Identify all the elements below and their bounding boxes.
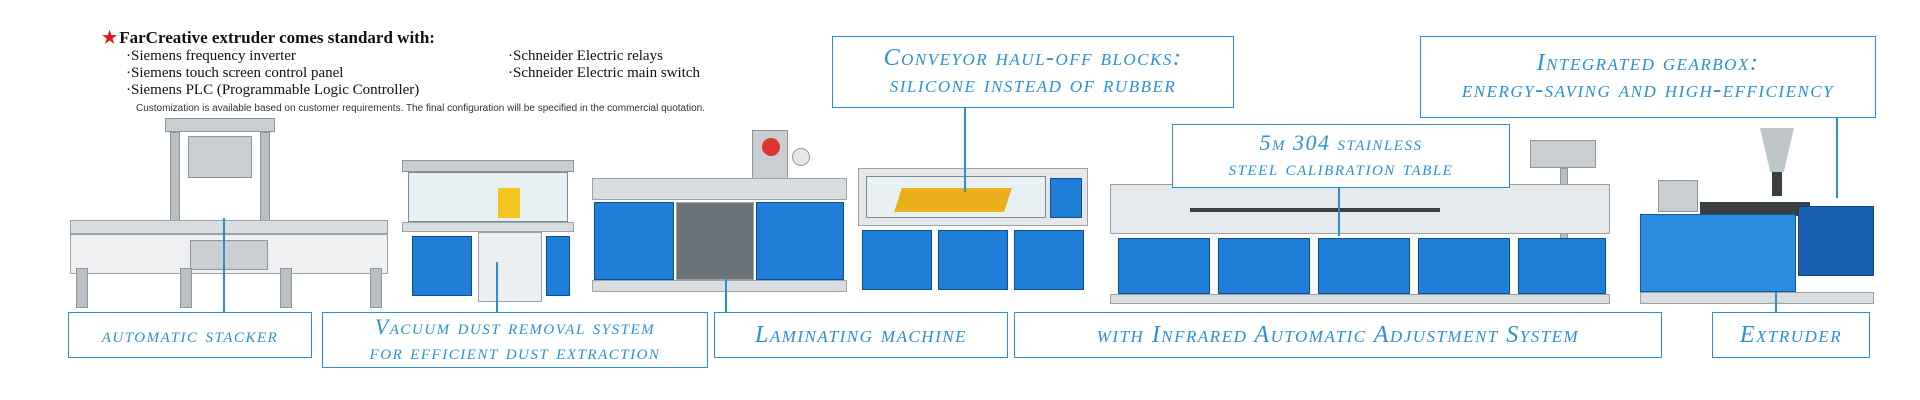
callout-vacuum: Vacuum dust removal system for efficient…: [322, 312, 708, 368]
haul-off-blue-panel: [1014, 230, 1084, 290]
vacuum-blue-panel: [546, 236, 570, 296]
extruder-machine: [1640, 128, 1876, 306]
callout-line: Laminating machine: [755, 321, 967, 348]
laminator-roll: [762, 138, 780, 156]
haul-off-motor: [1050, 178, 1082, 218]
stacker-machine: [70, 118, 390, 308]
vacuum-leader: [496, 262, 498, 312]
spec-title: ★FarCreative extruder comes standard wit…: [102, 28, 435, 48]
stacker-leg: [76, 268, 88, 308]
laminator-blue-cabinet: [594, 202, 674, 280]
extruder-barrel: [1700, 202, 1810, 216]
spec-item: ·Siemens touch screen control panel: [126, 65, 344, 81]
spec-item: ·Siemens PLC (Programmable Logic Control…: [126, 82, 420, 98]
stacker-leg: [370, 268, 382, 308]
stacker-leg: [280, 268, 292, 308]
extruder-hopper: [1760, 128, 1794, 172]
calibration-blue-panel: [1418, 238, 1510, 294]
haul-off-blue-panel: [938, 230, 1008, 290]
stacker-leader: [223, 218, 225, 312]
callout-line: silicone instead of rubber: [889, 72, 1177, 98]
spec-list-left: ·Siemens frequency inverter ·Siemens tou…: [126, 48, 419, 99]
calibration-leader: [1338, 188, 1340, 236]
extruder-cabinet: [1640, 214, 1796, 292]
calibration-hose: [1190, 208, 1440, 212]
callout-laminating: Laminating machine: [714, 312, 1008, 358]
callout-line: with Infrared Automatic Adjustment Syste…: [1096, 321, 1580, 348]
vacuum-rail: [402, 222, 574, 232]
star-icon: ★: [102, 28, 118, 47]
callout-line: steel calibration table: [1228, 155, 1454, 180]
calibration-blue-panel: [1218, 238, 1310, 294]
vacuum-yellow-part: [498, 188, 520, 218]
callout-line: Integrated gearbox:: [1536, 50, 1760, 77]
callout-conveyor: Conveyor haul-off blocks: silicone inste…: [832, 36, 1234, 108]
extruder-feed-throat: [1772, 172, 1782, 196]
extruder-control-screen: [1658, 180, 1698, 212]
extruder-base: [1640, 292, 1874, 304]
callout-extruder: Extruder: [1712, 312, 1870, 358]
vacuum-window: [408, 172, 568, 222]
calibration-blue-panel: [1318, 238, 1410, 294]
calibration-blue-panel: [1518, 238, 1606, 294]
spec-item: ·Schneider Electric main switch: [508, 65, 701, 81]
laminator-roll: [792, 148, 810, 166]
callout-line: for efficient dust extraction: [369, 339, 661, 364]
spec-title-text: FarCreative extruder comes standard with…: [119, 28, 435, 47]
callout-line: Conveyor haul-off blocks:: [883, 45, 1183, 72]
haul-off-machine: [858, 168, 1088, 306]
spec-list-right: ·Schneider Electric relays ·Schneider El…: [508, 48, 700, 82]
laminator-blue-cabinet: [756, 202, 844, 280]
vacuum-control-box: [478, 232, 542, 302]
calibration-base: [1110, 294, 1610, 304]
customization-note: Customization is available based on cust…: [136, 103, 705, 114]
stacker-leg: [180, 268, 192, 308]
extruder-leader: [1775, 292, 1777, 312]
calibration-table: [1110, 140, 1610, 306]
callout-line: Extruder: [1739, 321, 1843, 348]
stacker-hood: [188, 136, 252, 178]
vacuum-blue-panel: [412, 236, 472, 296]
haul-off-blue-panel: [862, 230, 932, 290]
callout-gearbox: Integrated gearbox: energy-saving and hi…: [1420, 36, 1876, 118]
spec-item: ·Schneider Electric relays: [508, 48, 663, 64]
calibration-control-box: [1530, 140, 1596, 168]
vacuum-top: [402, 160, 574, 172]
laminating-leader: [725, 278, 727, 312]
callout-calibration: 5m 304 stainless steel calibration table: [1172, 124, 1510, 188]
extruder-gearbox: [1798, 206, 1874, 276]
callout-line: energy-saving and high-efficiency: [1461, 77, 1835, 103]
laminator-control-panel: [676, 202, 754, 280]
callout-line: Vacuum dust removal system: [374, 314, 656, 340]
laminator-base: [592, 280, 847, 292]
laminator-feeder: [592, 178, 847, 200]
callout-line: 5m 304 stainless: [1259, 130, 1423, 156]
stacker-rail: [70, 220, 388, 234]
calibration-blue-panel: [1118, 238, 1210, 294]
callout-stacker: automatic stacker: [68, 312, 312, 358]
gearbox-leader: [1836, 118, 1838, 198]
callout-line: automatic stacker: [101, 321, 279, 347]
stacker-top-beam: [165, 118, 275, 132]
stacker-tray: [190, 240, 268, 270]
haul-off-block: [894, 188, 1012, 212]
callout-infrared: with Infrared Automatic Adjustment Syste…: [1014, 312, 1662, 358]
vacuum-machine: [402, 160, 574, 305]
laminating-machine: [592, 130, 847, 305]
conveyor-leader: [964, 108, 966, 192]
spec-item: ·Siemens frequency inverter: [126, 48, 296, 64]
